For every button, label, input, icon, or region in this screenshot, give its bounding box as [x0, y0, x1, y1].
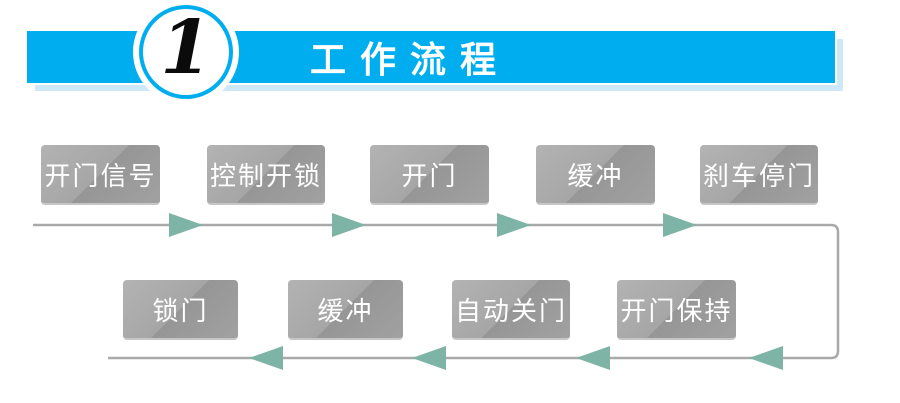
arrow-right-icon — [169, 213, 203, 237]
arrow-right-icon — [497, 213, 531, 237]
arrow-left-icon — [576, 346, 610, 370]
arrow-left-icon — [749, 346, 783, 370]
flow-step-box: 开门信号 — [41, 145, 160, 205]
arrow-left-icon — [412, 346, 446, 370]
arrow-right-icon — [332, 213, 366, 237]
section-title: 工作流程 — [309, 39, 510, 80]
flow-step-box: 锁门 — [123, 280, 238, 340]
flow-path — [33, 223, 840, 360]
arrow-left-icon — [249, 346, 283, 370]
flow-step-box: 开门 — [370, 145, 489, 205]
flow-step-box: 自动关门 — [452, 280, 570, 340]
section-number-badge: 1 — [139, 5, 233, 99]
flow-step-box: 缓冲 — [288, 280, 403, 340]
arrow-right-icon — [663, 213, 697, 237]
flow-step-box: 开门保持 — [617, 280, 736, 340]
flow-step-box: 缓冲 — [536, 145, 655, 205]
flow-step-box: 控制开锁 — [207, 145, 325, 205]
flow-step-box: 刹车停门 — [700, 145, 818, 205]
section-number: 1 — [160, 5, 212, 91]
